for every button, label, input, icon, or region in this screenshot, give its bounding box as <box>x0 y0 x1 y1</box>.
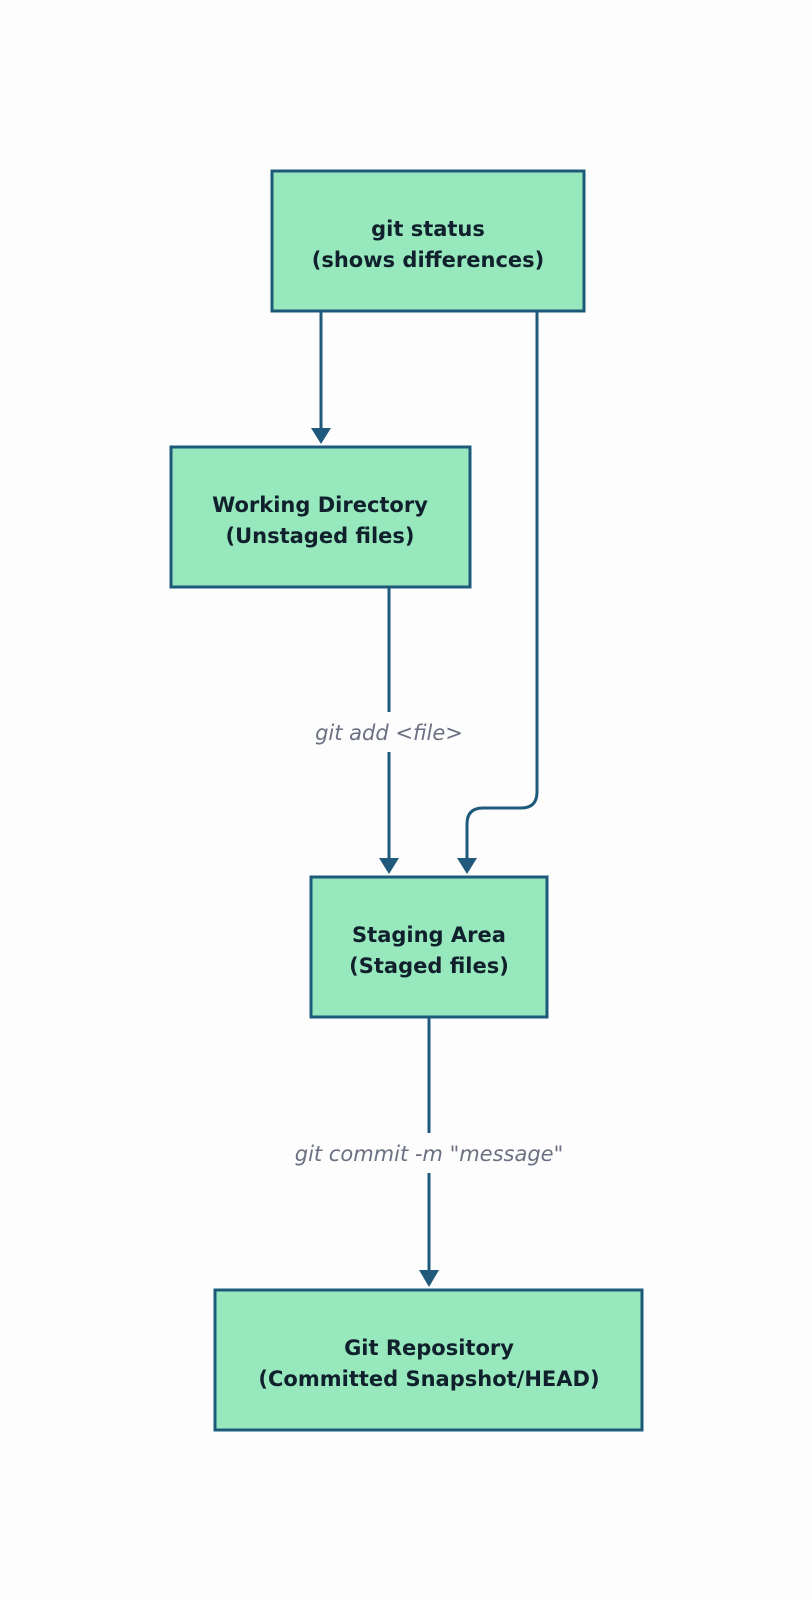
arrowhead-icon <box>379 858 399 874</box>
node-subtitle: (Unstaged files) <box>225 524 414 548</box>
node-staging-area: Staging Area (Staged files) <box>309 875 549 1019</box>
edge-line <box>465 312 539 870</box>
node-subtitle: (Staged files) <box>349 954 509 978</box>
node-git-status: git status (shows differences) <box>270 169 586 313</box>
node-git-repository: Git Repository (Committed Snapshot/HEAD) <box>213 1288 644 1432</box>
edge-status-to-working <box>311 312 331 444</box>
node-working-directory: Working Directory (Unstaged files) <box>169 445 472 589</box>
arrowhead-icon <box>457 858 477 874</box>
node-title: Staging Area <box>352 923 506 947</box>
edge-label-git-add: git add <file> <box>315 721 463 745</box>
node-subtitle: (shows differences) <box>312 248 545 272</box>
arrowhead-icon <box>419 1270 439 1287</box>
node-box <box>213 1288 644 1432</box>
node-title: Git Repository <box>344 1336 514 1360</box>
node-title: git status <box>371 217 485 241</box>
node-subtitle: (Committed Snapshot/HEAD) <box>258 1367 599 1391</box>
arrowhead-icon <box>311 428 331 444</box>
node-box <box>169 445 472 589</box>
edge-working-to-staging: git add <file> <box>315 588 463 874</box>
edge-label-git-commit: git commit -m "message" <box>295 1142 564 1166</box>
edge-status-to-staging <box>457 312 539 874</box>
edge-staging-to-repository: git commit -m "message" <box>295 1018 564 1287</box>
node-box <box>309 875 549 1019</box>
node-box <box>270 169 586 313</box>
node-title: Working Directory <box>212 493 428 517</box>
